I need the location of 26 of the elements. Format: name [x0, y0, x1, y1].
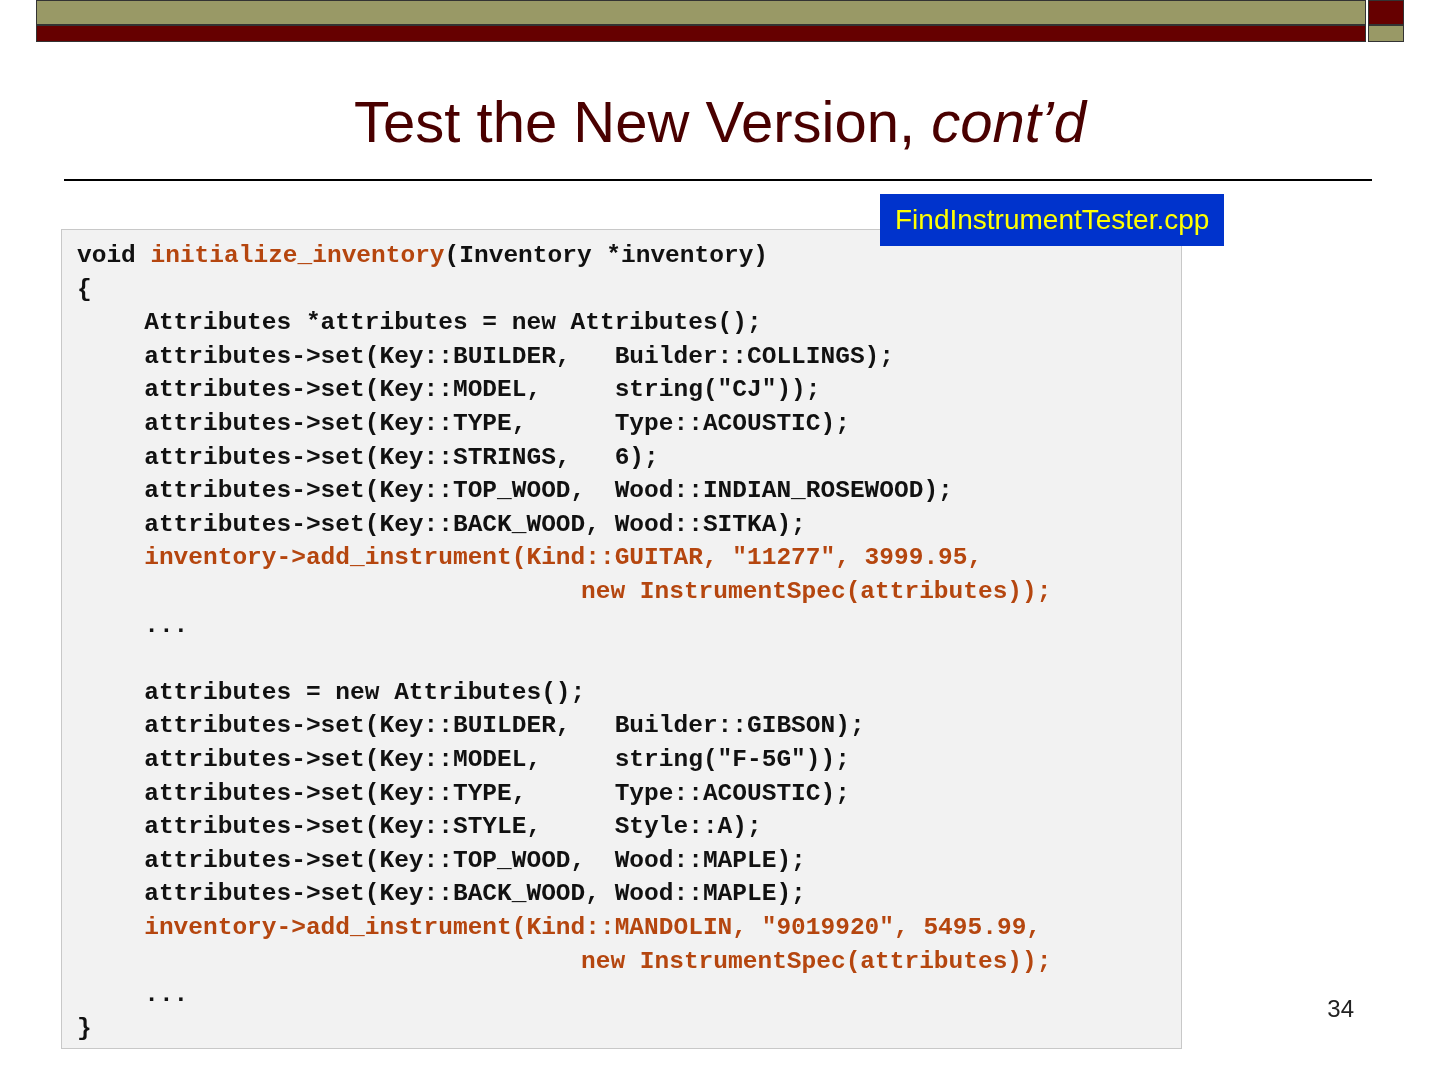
- code-line: attributes->set(Key::BUILDER, Builder::GIBSON);: [144, 712, 865, 741]
- code-line: attributes->set(Key::TYPE, Type::ACOUSTIC);: [144, 779, 850, 808]
- code-line: attributes = new Attributes();: [144, 678, 586, 707]
- code-line: attributes->set(Key::BUILDER, Builder::COLLINGS);: [144, 342, 894, 371]
- code-line: ...: [144, 611, 189, 640]
- code-line: attributes->set(Key::TYPE, Type::ACOUSTIC);: [144, 410, 850, 438]
- code-line: inventory->add_instrument(Kind::MANDOLIN, "9019920", 5495.99,: [144, 914, 1042, 942]
- code-line: attributes->set(Key::STYLE, Style::A);: [144, 813, 762, 842]
- code-line: attributes->set(Key::STRINGS, 6);: [144, 443, 659, 472]
- code-line: inventory->add_instrument(Kind::GUITAR, "11277", 3999.95,: [144, 544, 983, 573]
- code-line: {: [77, 275, 92, 304]
- code-line: }: [77, 1014, 92, 1043]
- page-number: 34: [1326, 995, 1354, 1023]
- code-line: attributes->set(Key::BACK_WOOD, Wood::MAPLE);: [144, 880, 806, 909]
- code-line: new InstrumentSpec(attributes));: [581, 947, 1052, 976]
- code-line: new InstrumentSpec(attributes));: [581, 578, 1052, 606]
- code-line: ...: [144, 981, 189, 1010]
- code-line: attributes->set(Key::BACK_WOOD, Wood::SITKA);: [144, 510, 806, 539]
- code-line: Attributes *attributes = new Attributes();: [144, 309, 762, 338]
- code-line: attributes->set(Key::MODEL, string("F-5G"));: [144, 746, 850, 774]
- code-line: attributes->set(Key::MODEL, string("CJ"));: [144, 376, 821, 405]
- code-line: void initialize_inventory(Inventory *inventory): [77, 242, 769, 270]
- slide-title: Test the New Version, cont’d: [353, 88, 1089, 155]
- code-line: attributes->set(Key::TOP_WOOD, Wood::MAPLE);: [144, 846, 806, 875]
- code-line: attributes->set(Key::TOP_WOOD, Wood::INDIAN_ROSEWOOD);: [144, 477, 953, 506]
- file-name-tag: FindInstrumentTester.cpp: [880, 194, 1225, 246]
